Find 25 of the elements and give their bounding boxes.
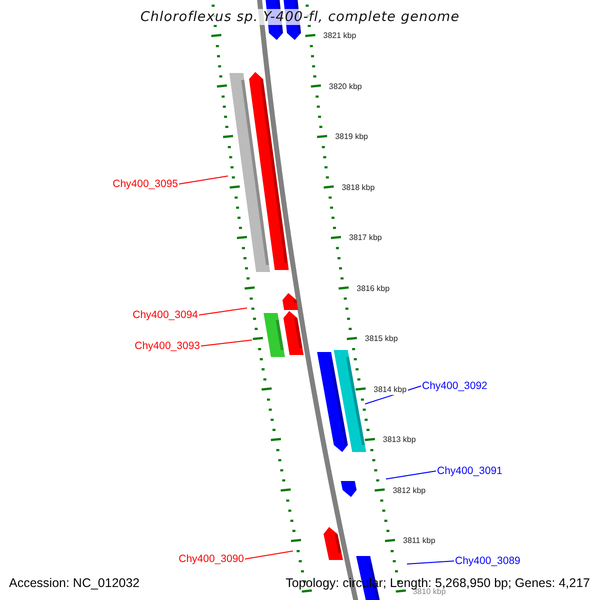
- scale-label: 3814 kbp: [372, 384, 408, 394]
- scale-label: 3819 kbp: [334, 132, 369, 142]
- leader-line: [200, 340, 252, 346]
- gene-label: Chy400_3095: [112, 178, 178, 190]
- leader-line: [386, 470, 436, 480]
- gene-label: Chy400_3094: [132, 309, 198, 321]
- gene-label: Chy400_3092: [422, 380, 488, 392]
- scale-label: 3821 kbp: [322, 31, 358, 41]
- scale-label: 3817 kbp: [348, 233, 383, 243]
- scale-label: 3811 kbp: [402, 536, 436, 546]
- scale-label: 3813 kbp: [382, 435, 417, 445]
- scale-label: 3818 kbp: [340, 182, 376, 192]
- scale-label: 3816 kbp: [356, 284, 391, 294]
- leader-line: [198, 308, 248, 316]
- leader-line: [244, 550, 294, 560]
- scale-label: 3820 kbp: [328, 82, 363, 92]
- leader-line: [406, 560, 454, 564]
- gene-label: Chy400_3093: [134, 340, 200, 352]
- scale-label: 3812 kbp: [392, 486, 427, 496]
- footer-text: Accession: NC_012032: [9, 576, 140, 590]
- gene-label: Chy400_3089: [455, 555, 520, 567]
- leader-line: [178, 176, 228, 184]
- gene-label: Chy400_3091: [437, 465, 502, 477]
- gene-label: Chy400_3090: [178, 553, 244, 565]
- scale-label: 3815 kbp: [364, 334, 399, 344]
